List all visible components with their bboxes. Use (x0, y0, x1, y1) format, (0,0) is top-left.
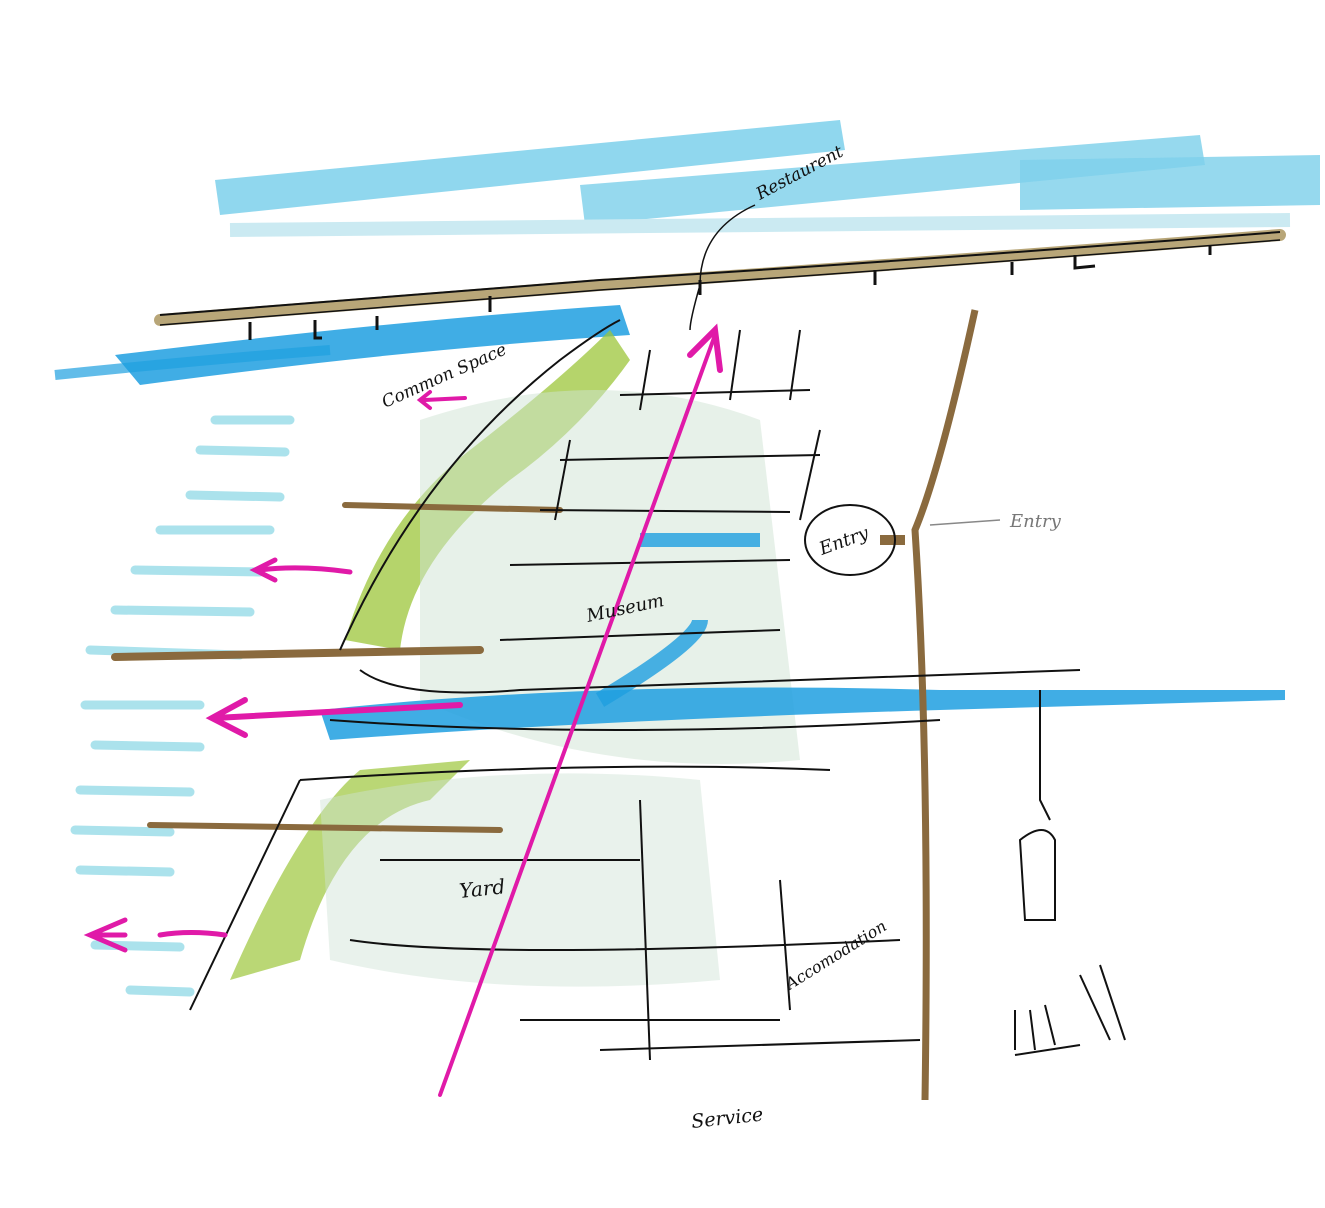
label-entry: Entry (816, 522, 873, 560)
label-service: Service (690, 1104, 764, 1133)
arrow-left-icon (83, 917, 228, 953)
label-yard: Yard (458, 874, 506, 903)
arrow-left-icon (249, 557, 353, 583)
entry-leader-line (929, 519, 1001, 526)
arrow-up-icon (438, 323, 723, 1097)
water-wash-layer (215, 120, 1320, 237)
building-linework (189, 319, 1126, 1061)
label-entry-secondary: Entry (1009, 511, 1062, 532)
waterfront-band (54, 305, 630, 385)
leader-lines (689, 204, 756, 331)
circulation-arrows (83, 323, 723, 1097)
landscape-greenery (230, 330, 800, 987)
piers (111, 502, 563, 833)
structural-spine (880, 309, 979, 1101)
boardwalk (154, 229, 1286, 340)
water-ripples (70, 415, 295, 997)
arrow-left-icon (205, 697, 463, 738)
label-accomodation: Accomodation (780, 916, 889, 994)
arrow-left-icon (416, 390, 467, 410)
